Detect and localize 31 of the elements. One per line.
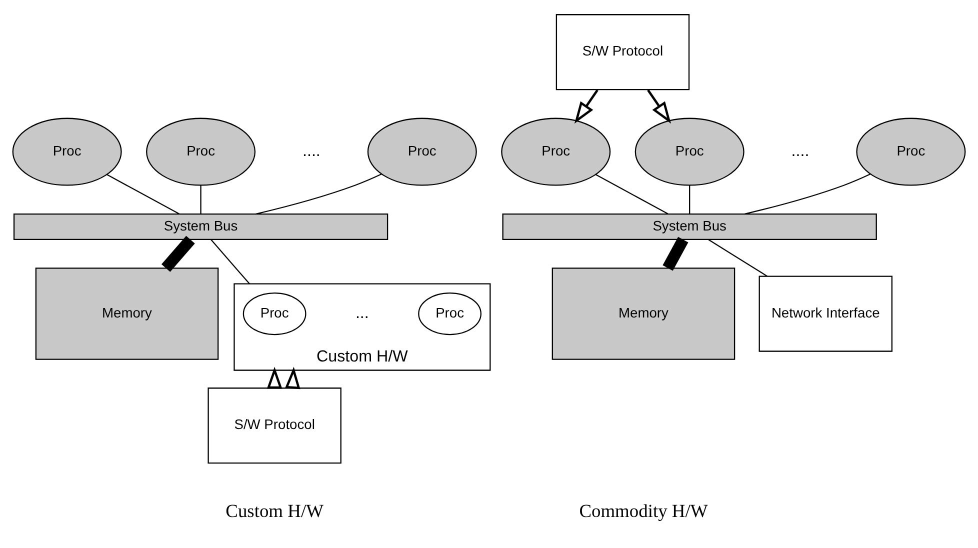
node-box: Memory <box>552 268 736 360</box>
node-box: Memory <box>35 268 219 360</box>
node-ellipse: Proc <box>367 118 477 186</box>
node-ellipse: Proc <box>501 118 611 186</box>
connector <box>161 236 195 272</box>
node-ellipse: Proc <box>418 292 482 336</box>
node-ellipse: Proc <box>146 118 256 186</box>
label: .... <box>302 142 320 160</box>
label: Commodity H/W <box>579 501 708 522</box>
label: .... <box>791 142 810 160</box>
arrow <box>574 89 598 124</box>
connector <box>744 174 871 215</box>
connector <box>210 239 250 284</box>
arrow <box>647 89 672 124</box>
connector <box>106 174 180 214</box>
label: Custom H/W <box>226 501 324 522</box>
node-box: System Bus <box>13 213 388 240</box>
node-box: S/W Protocol <box>556 14 690 90</box>
connector <box>595 174 668 214</box>
connector <box>689 185 690 214</box>
node-box: System Bus <box>502 213 877 240</box>
connector <box>708 239 768 277</box>
node-ellipse: Proc <box>242 292 306 336</box>
connector <box>255 174 382 215</box>
node-box: Network Interface <box>758 276 892 352</box>
node-ellipse: Proc <box>12 118 122 186</box>
connector <box>200 185 202 214</box>
connector <box>662 236 688 271</box>
label: ... <box>355 304 369 322</box>
node-ellipse: Proc <box>634 118 744 186</box>
node-ellipse: Proc <box>856 118 966 186</box>
